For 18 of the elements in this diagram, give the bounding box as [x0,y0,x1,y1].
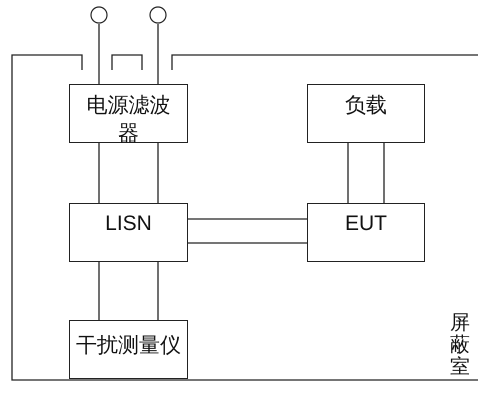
room-label: 屏蔽室 [450,311,470,377]
block-box: EUT [307,203,425,262]
terminal-circle [90,6,108,24]
block-box: 干扰测量仪 [69,320,188,379]
block-box: LISN [69,203,188,262]
block-box: 电源滤波器 [69,84,188,143]
connection-line [383,143,385,203]
connection-line [98,24,100,84]
block-box: 负载 [307,84,425,143]
connection-line [157,24,159,84]
connection-line [188,218,307,220]
connection-line [98,143,100,203]
terminal-circle [149,6,167,24]
connection-line [98,262,100,320]
connection-line [347,143,349,203]
connection-line [188,242,307,244]
connection-line [157,262,159,320]
connection-line [157,143,159,203]
